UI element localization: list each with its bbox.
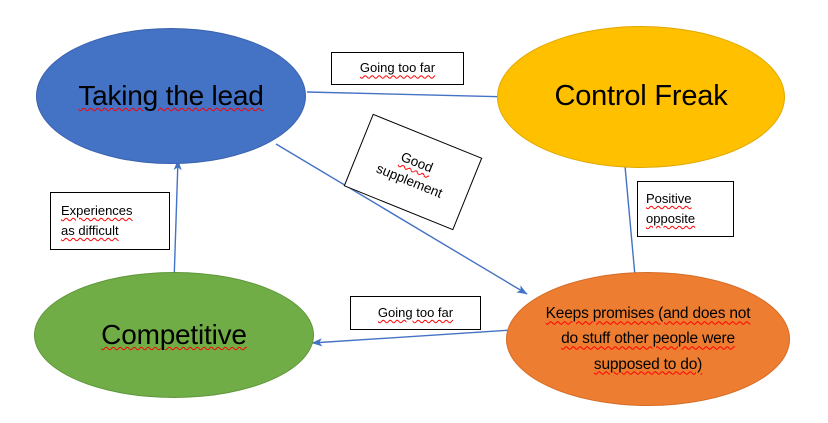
edge-label-going-too-far-bottom-text: Going too far bbox=[377, 304, 454, 320]
edge-label-going-too-far-top[interactable]: Going too far bbox=[331, 52, 464, 85]
node-keeps-promises-line-3: supposed to do) bbox=[593, 355, 703, 373]
edge-label-experiences-as-difficult-line-2: as difficult bbox=[61, 223, 119, 238]
node-competitive-label: Competitive bbox=[101, 319, 247, 351]
edge-label-experiences-as-difficult[interactable]: Experiences as difficult bbox=[50, 192, 170, 250]
node-control-freak-label: Control Freak bbox=[554, 80, 728, 113]
edge-label-good-supplement-text: Good supplement bbox=[352, 132, 474, 212]
node-competitive[interactable]: Competitive bbox=[34, 272, 314, 398]
node-keeps-promises-line-1: Keeps promises (and does not bbox=[545, 305, 751, 323]
edge-label-experiences-as-difficult-line-1: Experiences bbox=[61, 202, 133, 218]
node-control-freak[interactable]: Control Freak bbox=[497, 26, 785, 168]
edge-label-positive-opposite-line-1: Positive bbox=[646, 190, 692, 206]
connector-keeps-promises-to-competitive bbox=[311, 329, 513, 347]
node-keeps-promises[interactable]: Keeps promises (and does not do stuff ot… bbox=[506, 272, 790, 406]
connector-competitive-to-taking-the-lead bbox=[173, 159, 182, 283]
edge-label-experiences-as-difficult-text: Experiences as difficult bbox=[61, 201, 169, 241]
edge-label-going-too-far-bottom[interactable]: Going too far bbox=[350, 296, 481, 330]
edge-label-positive-opposite-text: Positive opposite bbox=[646, 189, 733, 229]
connector-taking-the-lead-to-control-freak bbox=[306, 91, 512, 101]
node-keeps-promises-line-2: do stuff other people were bbox=[561, 330, 735, 348]
edge-label-good-supplement[interactable]: Good supplement bbox=[343, 113, 483, 231]
edge-label-positive-opposite-line-2: opposite bbox=[646, 211, 696, 226]
edge-label-positive-opposite[interactable]: Positive opposite bbox=[637, 181, 734, 237]
node-taking-the-lead[interactable]: Taking the lead bbox=[36, 28, 306, 164]
node-taking-the-lead-label: Taking the lead bbox=[78, 80, 264, 112]
node-keeps-promises-label: Keeps promises (and does not do stuff ot… bbox=[524, 301, 772, 376]
connector-control-freak-to-keeps-promises bbox=[624, 165, 640, 288]
edge-label-going-too-far-top-text: Going too far bbox=[359, 60, 436, 76]
